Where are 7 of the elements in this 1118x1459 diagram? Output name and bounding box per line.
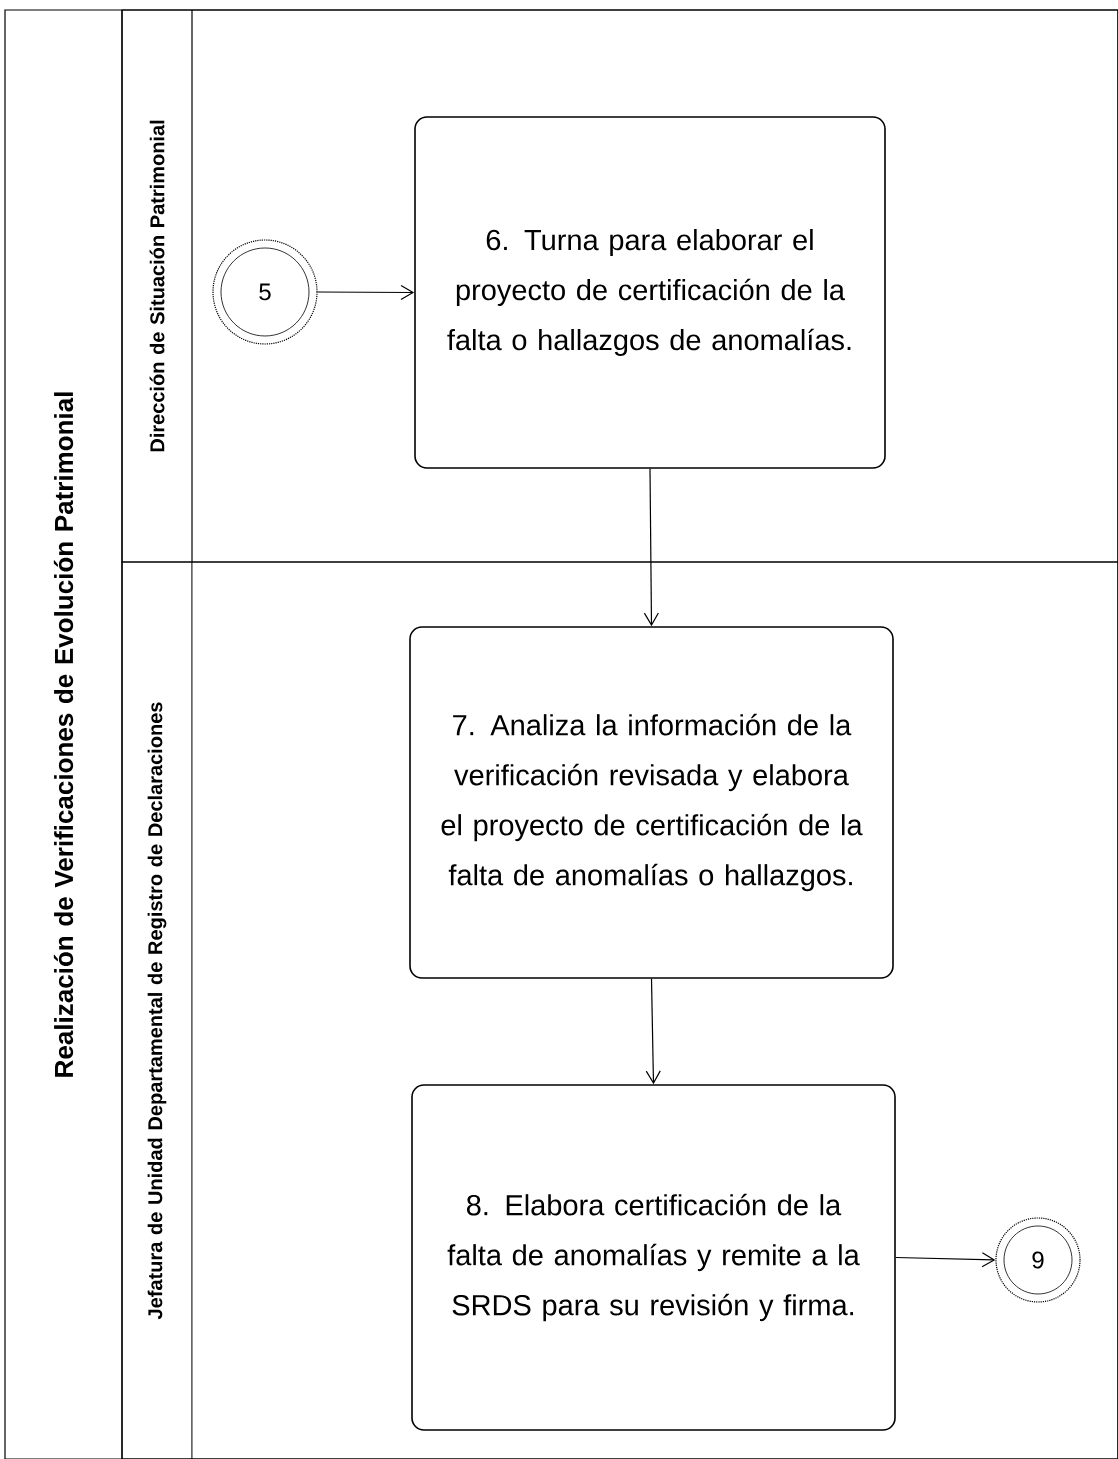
process-box: 6. Turna para elaborar el proyecto de certificación de la falta o hallazgos de anomalías.	[414, 116, 886, 469]
arrow	[895, 1252, 996, 1268]
arrow	[317, 284, 415, 301]
arrow	[643, 468, 659, 627]
process-box: 7. Analiza la información de la verificación revisada y elabora el proyecto de certificación de la falta de anomalías o hallazgos.	[409, 626, 894, 979]
process-box: 8. Elabora certificación de la falta de anomalías y remite a la SRDS para su revisión y firma.	[411, 1084, 896, 1431]
arrow	[645, 978, 661, 1085]
